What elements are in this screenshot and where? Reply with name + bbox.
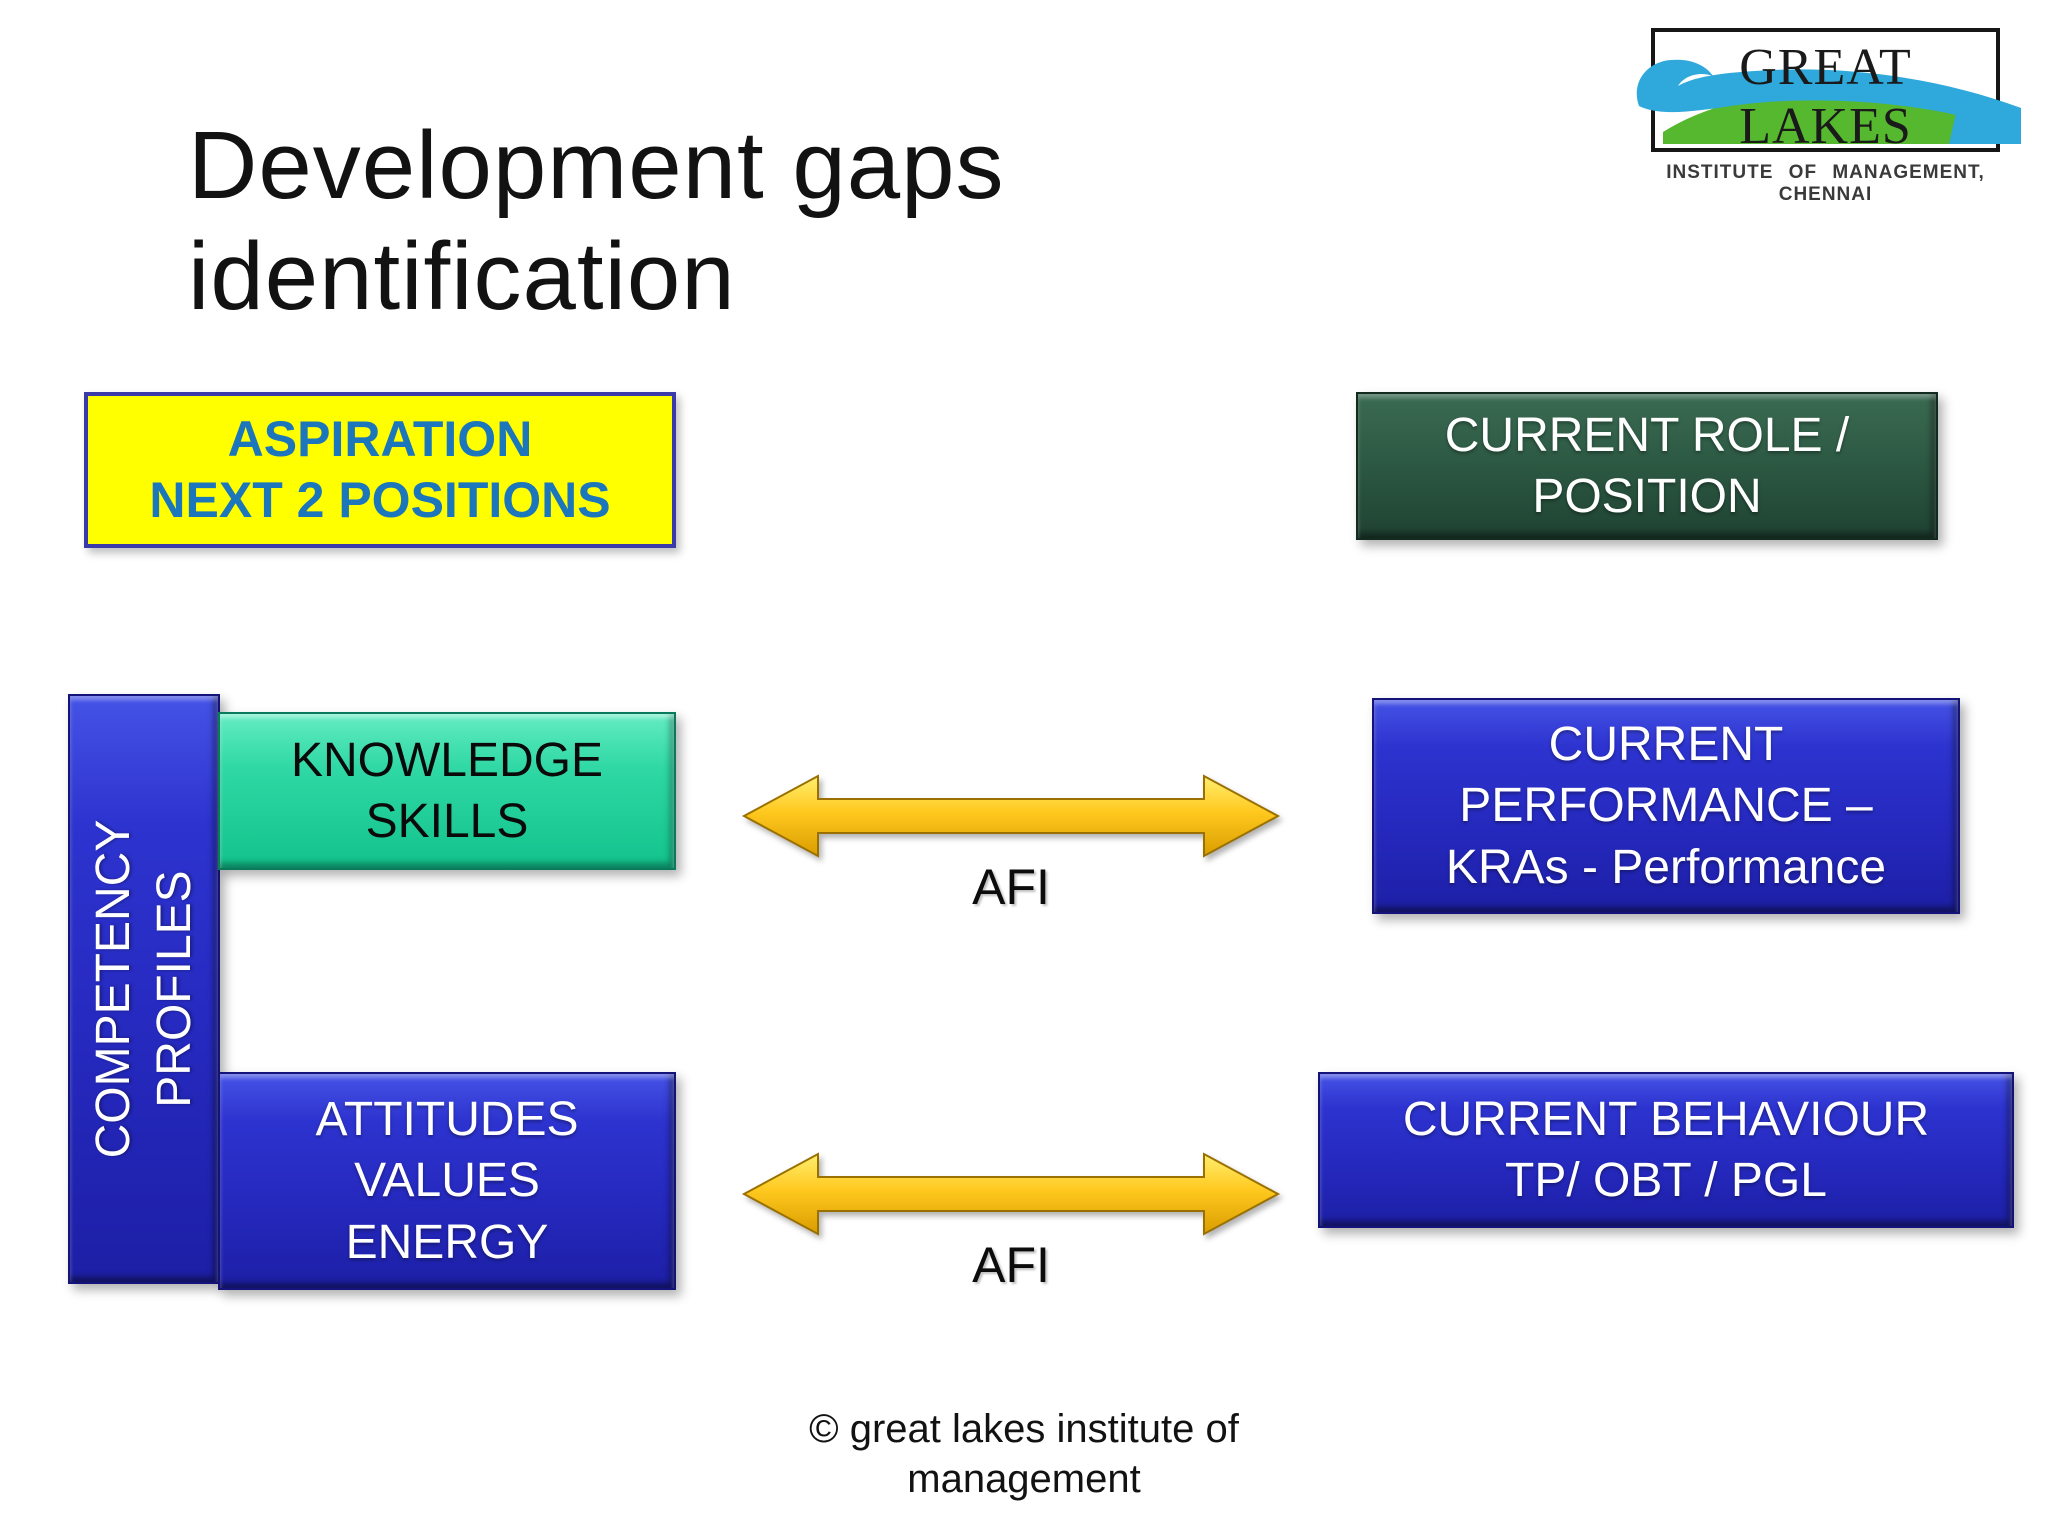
current-role-label: CURRENT ROLE / POSITION xyxy=(1444,408,1850,523)
current-performance-label: CURRENT PERFORMANCE – KRAs - Performance xyxy=(1445,717,1887,894)
great-lakes-logo: GREAT LAKES INSTITUTE OF MANAGEMENT, CHE… xyxy=(1630,28,2022,206)
logo-frame: GREAT LAKES xyxy=(1636,28,2021,155)
logo-subtitle: INSTITUTE OF MANAGEMENT, CHENNAI xyxy=(1666,162,1985,205)
aspiration-box: ASPIRATION NEXT 2 POSITIONS xyxy=(84,392,676,548)
logo-wordmark: GREAT LAKES xyxy=(1739,39,1912,155)
copyright-footer: © great lakes institute of management xyxy=(809,1407,1239,1501)
double-arrow-icon-bottom xyxy=(738,1148,1284,1240)
competency-profiles-box: COMPETENCY PROFILES xyxy=(68,694,220,1284)
current-behaviour-box: CURRENT BEHAVIOUR TP/ OBT / PGL xyxy=(1318,1072,2014,1228)
double-arrow-icon-top xyxy=(738,770,1284,862)
competency-profiles-rotated: COMPETENCY PROFILES xyxy=(70,696,218,1282)
aspiration-label: ASPIRATION NEXT 2 POSITIONS xyxy=(149,411,611,528)
afi-label-top: AFI xyxy=(972,859,1050,915)
attitudes-values-energy-label: ATTITUDES VALUES ENERGY xyxy=(315,1092,579,1269)
current-role-box: CURRENT ROLE / POSITION xyxy=(1356,392,1938,540)
current-behaviour-label: CURRENT BEHAVIOUR TP/ OBT / PGL xyxy=(1402,1092,1930,1207)
attitudes-values-energy-box: ATTITUDES VALUES ENERGY xyxy=(218,1072,676,1290)
logo-wave-icon xyxy=(1636,59,2021,144)
knowledge-skills-label: KNOWLEDGE SKILLS xyxy=(290,733,604,848)
competency-profiles-label: COMPETENCY PROFILES xyxy=(86,819,201,1159)
knowledge-skills-box: KNOWLEDGE SKILLS xyxy=(218,712,676,870)
afi-label-bottom: AFI xyxy=(972,1237,1050,1293)
page-title: Development gaps identification xyxy=(188,112,1005,331)
current-performance-box: CURRENT PERFORMANCE – KRAs - Performance xyxy=(1372,698,1960,914)
